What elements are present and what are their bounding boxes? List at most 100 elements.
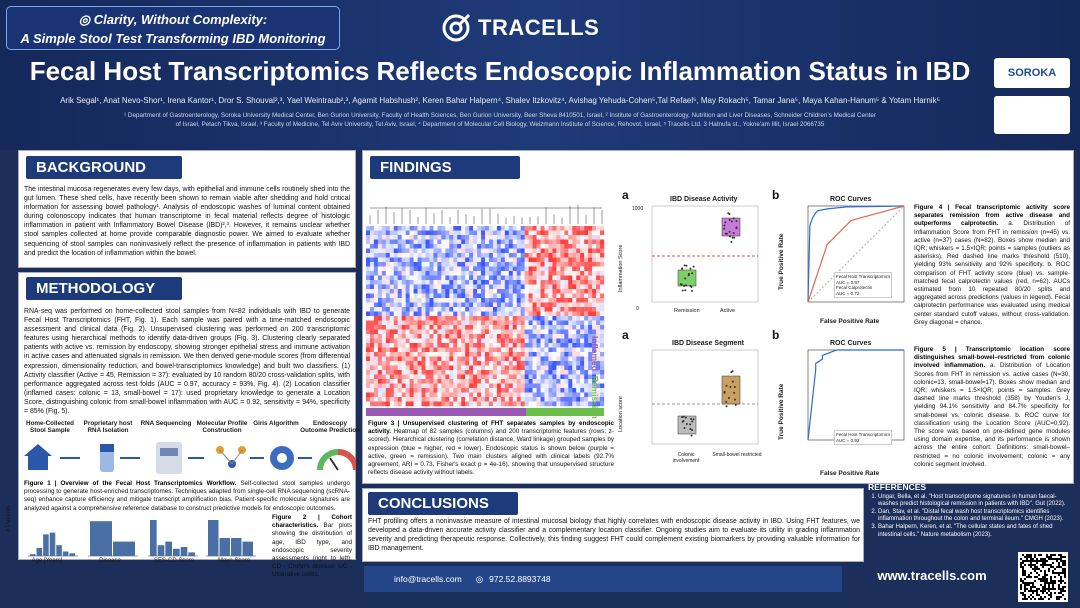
heatmap-cell bbox=[520, 257, 525, 263]
heatmap-cell bbox=[500, 316, 506, 321]
heatmap-cell bbox=[536, 320, 541, 326]
qr-module bbox=[1030, 560, 1032, 562]
qr-code[interactable] bbox=[1018, 552, 1068, 602]
heatmap-cell bbox=[596, 361, 601, 366]
heatmap-cell bbox=[516, 284, 521, 290]
heatmap-cell bbox=[469, 374, 474, 380]
heatmap-cell bbox=[556, 320, 561, 326]
methodology-panel bbox=[18, 272, 356, 560]
heatmap-cell bbox=[461, 239, 466, 245]
qr-module bbox=[1054, 558, 1056, 560]
location-roc-curve bbox=[807, 349, 904, 441]
heatmap-cell bbox=[366, 347, 371, 353]
heatmap-cell bbox=[425, 262, 430, 267]
heatmap-cell bbox=[445, 316, 450, 321]
heatmap-cell bbox=[369, 248, 375, 254]
heatmap-cell bbox=[516, 266, 521, 272]
heatmap-cell bbox=[405, 266, 410, 272]
heatmap-cell bbox=[409, 383, 414, 389]
heatmap-cell bbox=[508, 383, 513, 389]
heatmap-cell bbox=[461, 289, 466, 294]
heatmap-cell bbox=[449, 302, 454, 308]
heatmap-cell bbox=[572, 397, 577, 402]
heatmap-cell bbox=[560, 311, 565, 317]
heatmap-cell bbox=[413, 262, 418, 267]
contact-email[interactable]: info@tracells.com bbox=[394, 574, 462, 584]
qr-module bbox=[1062, 564, 1064, 566]
heatmap-cell bbox=[528, 343, 533, 348]
affiliation-line-2: of Israel, Petach Tikva, Israel, ³ Facul… bbox=[175, 121, 825, 128]
heatmap-cell bbox=[409, 226, 414, 231]
heatmap-cell bbox=[552, 361, 557, 366]
heatmap-cell bbox=[536, 248, 541, 254]
heatmap-cell bbox=[401, 253, 406, 258]
heatmap-cell bbox=[385, 334, 390, 339]
heatmap-cell bbox=[381, 262, 387, 267]
qr-module bbox=[1022, 566, 1024, 568]
heatmap-cell bbox=[488, 311, 494, 317]
qr-module bbox=[1052, 586, 1054, 588]
heatmap-cell bbox=[453, 334, 458, 339]
heatmap-cell bbox=[592, 343, 597, 348]
heatmap-cell bbox=[564, 365, 569, 371]
heatmap-cell bbox=[508, 379, 513, 384]
heatmap-cell bbox=[500, 361, 506, 366]
legend-calpro: Fecal Calprotectin bbox=[836, 285, 873, 290]
fig5a-title: IBD Disease Segment bbox=[672, 340, 744, 347]
heatmap-cell bbox=[516, 392, 521, 398]
heatmap-cell bbox=[397, 316, 402, 321]
heatmap-cell bbox=[481, 230, 486, 236]
qr-module bbox=[1036, 568, 1038, 570]
heatmap-cell bbox=[584, 352, 589, 357]
qr-module bbox=[1034, 560, 1036, 562]
heatmap-cell bbox=[473, 338, 478, 344]
heatmap-cell bbox=[488, 253, 494, 258]
heatmap-cell bbox=[441, 370, 446, 375]
qr-module bbox=[1040, 564, 1042, 566]
heatmap-cell bbox=[556, 244, 561, 249]
heatmap-cell bbox=[461, 383, 466, 389]
heatmap-cell bbox=[496, 280, 502, 285]
heatmap-cell bbox=[425, 388, 430, 393]
heatmap-cell bbox=[381, 374, 387, 380]
qr-module bbox=[1044, 590, 1046, 592]
heatmap-cell bbox=[433, 284, 438, 290]
heatmap-cell bbox=[568, 329, 573, 335]
website-link[interactable]: www.tracells.com bbox=[877, 568, 987, 583]
sample-point bbox=[691, 429, 694, 432]
heatmap-cell bbox=[485, 230, 490, 236]
heatmap-cell bbox=[512, 244, 517, 249]
heatmap-cell bbox=[441, 320, 446, 326]
heatmap-cell bbox=[393, 302, 398, 308]
heatmap-cell bbox=[469, 271, 474, 276]
heatmap-cell bbox=[488, 401, 494, 407]
heatmap-cell bbox=[552, 397, 557, 402]
qr-module bbox=[1032, 568, 1034, 570]
heatmap-cell bbox=[496, 266, 502, 272]
bar bbox=[56, 545, 62, 556]
heatmap-cell bbox=[485, 334, 490, 339]
heatmap-cell bbox=[453, 392, 458, 398]
heatmap-cell bbox=[496, 370, 502, 375]
heatmap-cell bbox=[532, 253, 537, 258]
heatmap-cell bbox=[536, 401, 541, 407]
heatmap-cell bbox=[540, 370, 545, 375]
heatmap-cell bbox=[469, 226, 474, 231]
qr-module bbox=[1058, 588, 1060, 590]
heatmap-cell bbox=[453, 253, 458, 258]
heatmap-cell bbox=[584, 280, 589, 285]
heatmap-cell bbox=[397, 280, 402, 285]
heatmap-cell bbox=[492, 275, 498, 281]
heatmap-cell bbox=[572, 374, 577, 380]
heatmap-cell bbox=[425, 361, 430, 366]
qr-module bbox=[1058, 572, 1060, 574]
heatmap-cell bbox=[592, 379, 597, 384]
qr-module bbox=[1040, 558, 1042, 560]
heatmap-cell bbox=[413, 329, 418, 335]
heatmap-cell bbox=[461, 298, 466, 303]
qr-module bbox=[1022, 582, 1024, 584]
heatmap-cell bbox=[524, 302, 529, 308]
algorithm-icon bbox=[270, 446, 294, 470]
heatmap-cell bbox=[496, 239, 502, 245]
heatmap-cell bbox=[532, 239, 537, 245]
